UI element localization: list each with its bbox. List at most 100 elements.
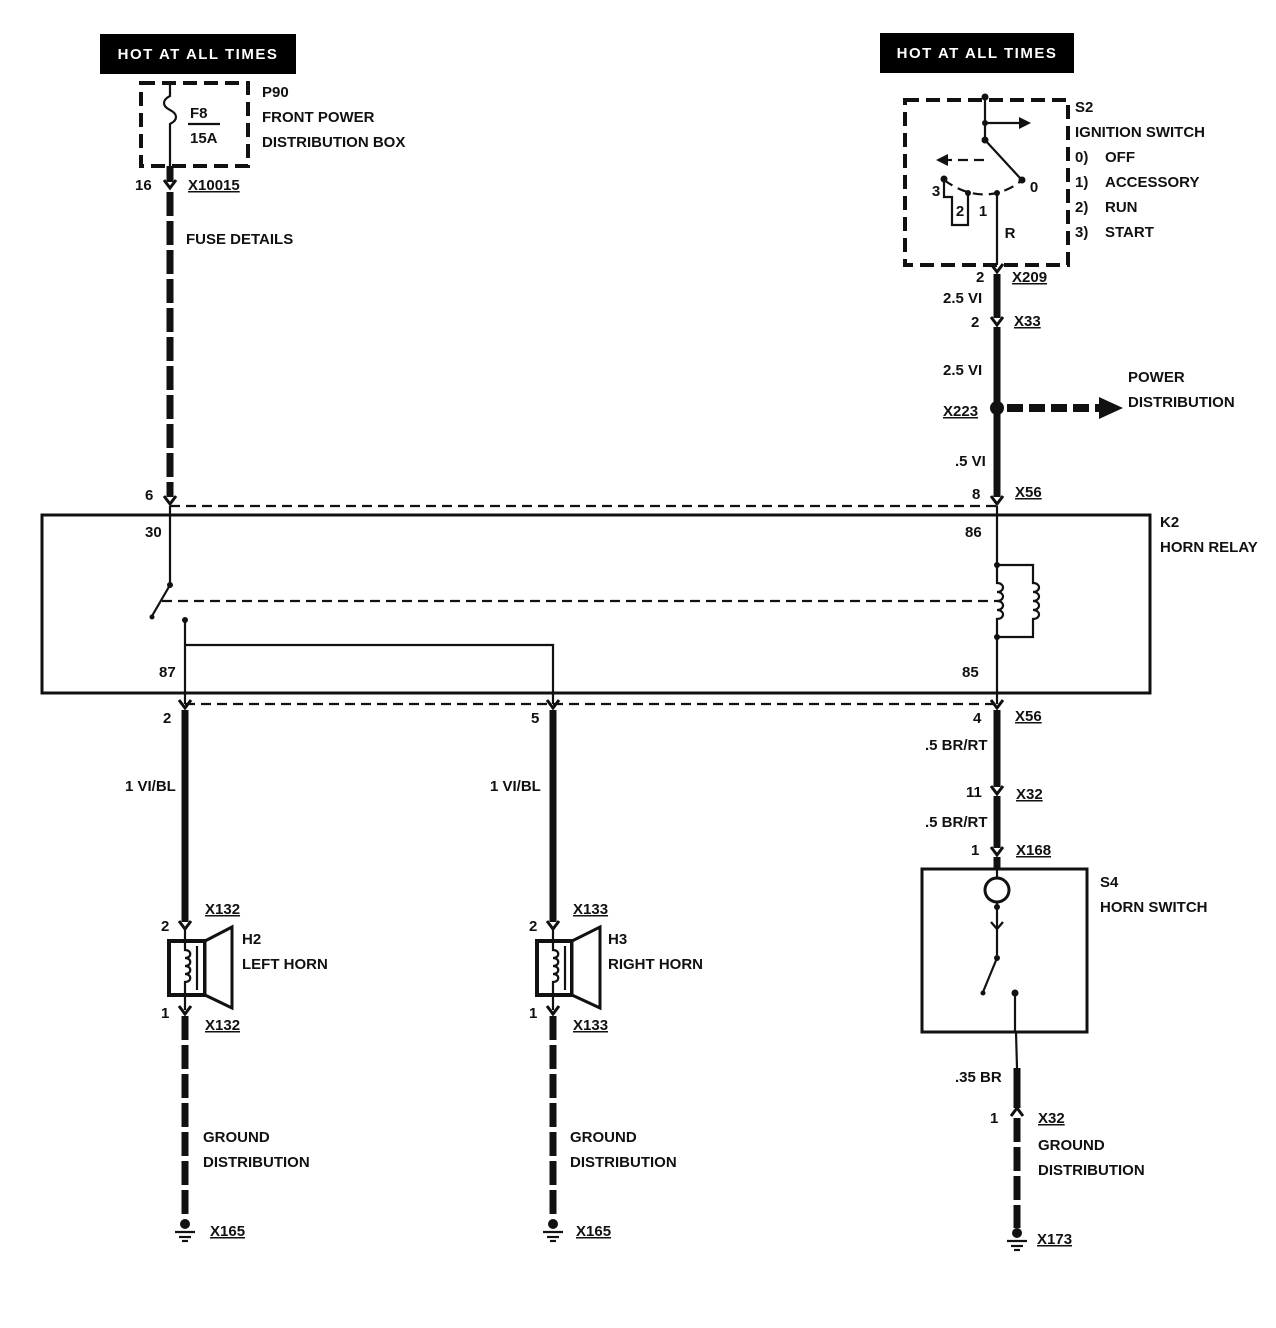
left-ground-line2: DISTRIBUTION xyxy=(203,1154,310,1171)
x209-pin: 2 xyxy=(976,269,984,286)
connector-symbol xyxy=(989,699,1005,711)
relay-coil xyxy=(995,506,1005,704)
x33-pin: 2 xyxy=(971,314,979,331)
connector-symbol xyxy=(162,495,178,507)
switch-ground-line1: GROUND xyxy=(1038,1137,1105,1154)
connector-symbol xyxy=(177,699,193,711)
ground-icon xyxy=(543,1219,563,1243)
right-ground-line1: GROUND xyxy=(570,1129,637,1146)
ground-icon xyxy=(175,1219,195,1243)
power-distribution-arrow xyxy=(1099,397,1123,419)
terminal-87: 87 xyxy=(159,664,176,681)
horn-relay: 6 8 X56 K2 HORN RELAY 30 86 87 85 2 5 4 … xyxy=(40,484,1258,727)
h2-name: LEFT HORN xyxy=(242,956,328,973)
h3-name: RIGHT HORN xyxy=(608,956,703,973)
x132-bottom-pin: 1 xyxy=(161,1005,169,1022)
position-1-name: ACCESSORY xyxy=(1105,174,1199,191)
contact-3-2-bracket xyxy=(942,182,970,227)
x168-pin: 1 xyxy=(971,842,979,859)
left-hot-banner xyxy=(100,34,296,74)
x33-label: X33 xyxy=(1014,313,1041,330)
fuse-details-note: FUSE DETAILS xyxy=(186,231,293,248)
x133-bottom-pin: 1 xyxy=(529,1005,537,1022)
relay-contact-arm-end xyxy=(149,614,155,620)
x133-bottom-label: X133 xyxy=(573,1017,608,1034)
terminal-86: 86 xyxy=(965,524,982,541)
power-distribution-line2: DISTRIBUTION xyxy=(1128,394,1235,411)
k2-id: K2 xyxy=(1160,514,1179,531)
x56-bottom-pin-left: 2 xyxy=(163,710,171,727)
k2-relay-box xyxy=(40,513,1152,695)
x56-top-label: X56 xyxy=(1015,484,1042,501)
switch-contact-arc xyxy=(943,179,1023,196)
position-3-num: 3) xyxy=(1075,224,1088,241)
contact-1-label: 1 xyxy=(979,203,987,220)
horn-flare xyxy=(570,924,602,1011)
horn-coil xyxy=(183,929,192,1010)
s4-name: HORN SWITCH xyxy=(1100,899,1208,916)
x132-top-label: X132 xyxy=(205,901,240,918)
position-1-num: 1) xyxy=(1075,174,1088,191)
s2-name: IGNITION SWITCH xyxy=(1075,124,1205,141)
switch-ground-line2: DISTRIBUTION xyxy=(1038,1162,1145,1179)
wire-x223-x56-spec: .5 VI xyxy=(955,453,986,470)
x223-label: X223 xyxy=(943,403,978,420)
p90-name-line2: DISTRIBUTION BOX xyxy=(262,134,405,151)
coil-junction-top xyxy=(994,562,1000,568)
x168-label: X168 xyxy=(1016,842,1051,859)
connector-symbol xyxy=(989,846,1005,858)
connector-symbol xyxy=(545,920,561,932)
ground-icon xyxy=(1007,1228,1027,1252)
relay-to-x32-wire-spec: .5 BR/RT xyxy=(925,737,988,754)
horn-icon xyxy=(167,924,234,1011)
x56-bottom-pin-right: 4 xyxy=(973,710,982,727)
switch-ground-label: X173 xyxy=(1037,1231,1072,1248)
fuse-symbol xyxy=(162,84,178,166)
position-2-name: RUN xyxy=(1105,199,1138,216)
left-ground-line1: GROUND xyxy=(203,1129,270,1146)
x132-bottom-label: X132 xyxy=(205,1017,240,1034)
wire-x33-x223-spec: 2.5 VI xyxy=(943,362,982,379)
connector-symbol xyxy=(162,179,178,191)
horn-body xyxy=(167,939,207,997)
x32-label: X32 xyxy=(1016,786,1043,803)
switch-arrow-left-head xyxy=(936,154,948,166)
s2-id: S2 xyxy=(1075,99,1093,116)
x32-pin: 11 xyxy=(966,784,982,801)
terminal-30: 30 xyxy=(145,524,162,541)
position-0-name: OFF xyxy=(1105,149,1135,166)
right-horn-wire-spec: 1 VI/BL xyxy=(490,778,541,795)
left-ground-label: X165 xyxy=(210,1223,245,1240)
connector-symbol xyxy=(177,920,193,932)
x223-splice xyxy=(990,401,1004,415)
connector-symbol xyxy=(989,316,1005,328)
h3-id: H3 xyxy=(608,931,627,948)
terminal-85: 85 xyxy=(962,664,979,681)
power-distribution-line1: POWER xyxy=(1128,369,1185,386)
fuse-rating: 15A xyxy=(190,130,218,147)
right-feed: HOT AT ALL TIMES 3 2 1 0 R S2 IG xyxy=(880,33,1235,497)
x56-top-pin-right: 8 xyxy=(972,486,980,503)
horn-flare xyxy=(203,924,234,1011)
p90-dashed-box xyxy=(139,81,250,168)
k2-name: HORN RELAY xyxy=(1160,539,1258,556)
coil-junction-bottom xyxy=(994,634,1000,640)
s2-dashed-box xyxy=(903,98,1070,267)
switch-arm xyxy=(984,139,1021,179)
ignition-switch-symbol: 3 2 1 0 R xyxy=(932,93,1038,265)
s4-id: S4 xyxy=(1100,874,1119,891)
fuse-id: F8 xyxy=(190,105,208,122)
connector-symbol xyxy=(545,1005,561,1017)
terminal-87-branch xyxy=(185,643,555,704)
horn-icon xyxy=(535,924,602,1011)
connector-symbol xyxy=(1009,1105,1025,1117)
s4-ground-wire-spec: .35 BR xyxy=(955,1069,1002,1086)
horn-switch-circuit: .5 BR/RT 11 X32 .5 BR/RT 1 X168 S4 HORN … xyxy=(920,710,1208,1252)
x32-ground-label: X32 xyxy=(1038,1110,1065,1127)
x32-ground-pin: 1 xyxy=(990,1110,998,1127)
relay-suppression-coil xyxy=(997,563,1041,639)
x209-label: X209 xyxy=(1012,269,1047,286)
right-hot-banner-text: HOT AT ALL TIMES xyxy=(897,45,1058,62)
contact-2-label: 2 xyxy=(956,203,964,220)
